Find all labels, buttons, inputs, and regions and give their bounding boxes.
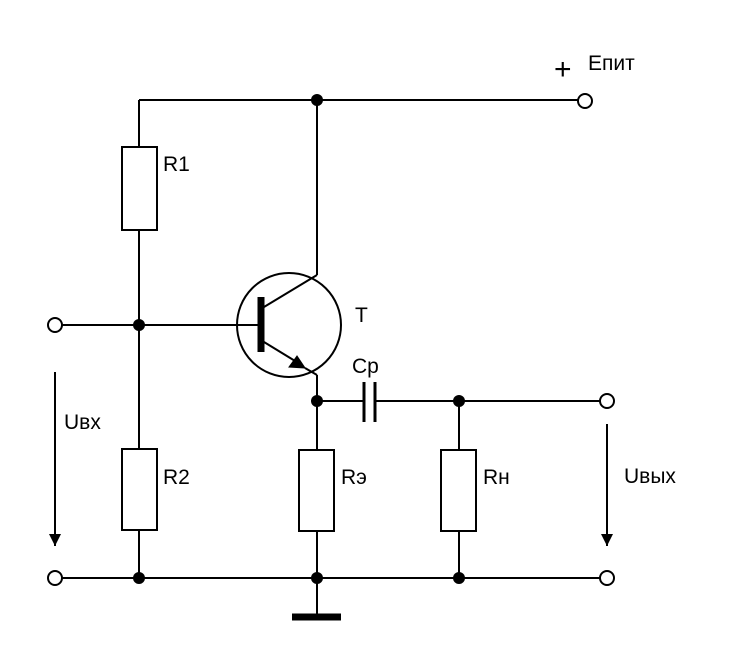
r2-label: R2	[163, 466, 190, 489]
resistor-r1	[121, 146, 158, 231]
input-terminal	[47, 317, 63, 333]
ground-output-terminal	[599, 570, 615, 586]
output-terminal	[599, 393, 615, 409]
uout-label: Uвых	[624, 465, 676, 488]
ground-junction-r2	[133, 572, 145, 584]
uin-label: Uвх	[64, 411, 101, 434]
ground-input-terminal	[47, 570, 63, 586]
ground-junction-rn	[453, 572, 465, 584]
supply-plus-label: +	[554, 53, 572, 86]
supply-label: Eпит	[588, 52, 635, 75]
rn-label: Rн	[483, 466, 510, 489]
transistor-label: T	[355, 304, 368, 327]
r1-label: R1	[163, 153, 190, 176]
emitter-lead	[304, 367, 318, 376]
transistor-collector	[263, 274, 318, 308]
resistor-r2	[121, 448, 158, 531]
resistor-rn	[440, 449, 477, 532]
supply-terminal	[577, 93, 593, 109]
transistor-emitter-arrow	[288, 355, 306, 369]
cp-label: Cp	[352, 355, 379, 378]
re-label: Rэ	[341, 466, 367, 489]
resistor-re	[298, 449, 335, 532]
